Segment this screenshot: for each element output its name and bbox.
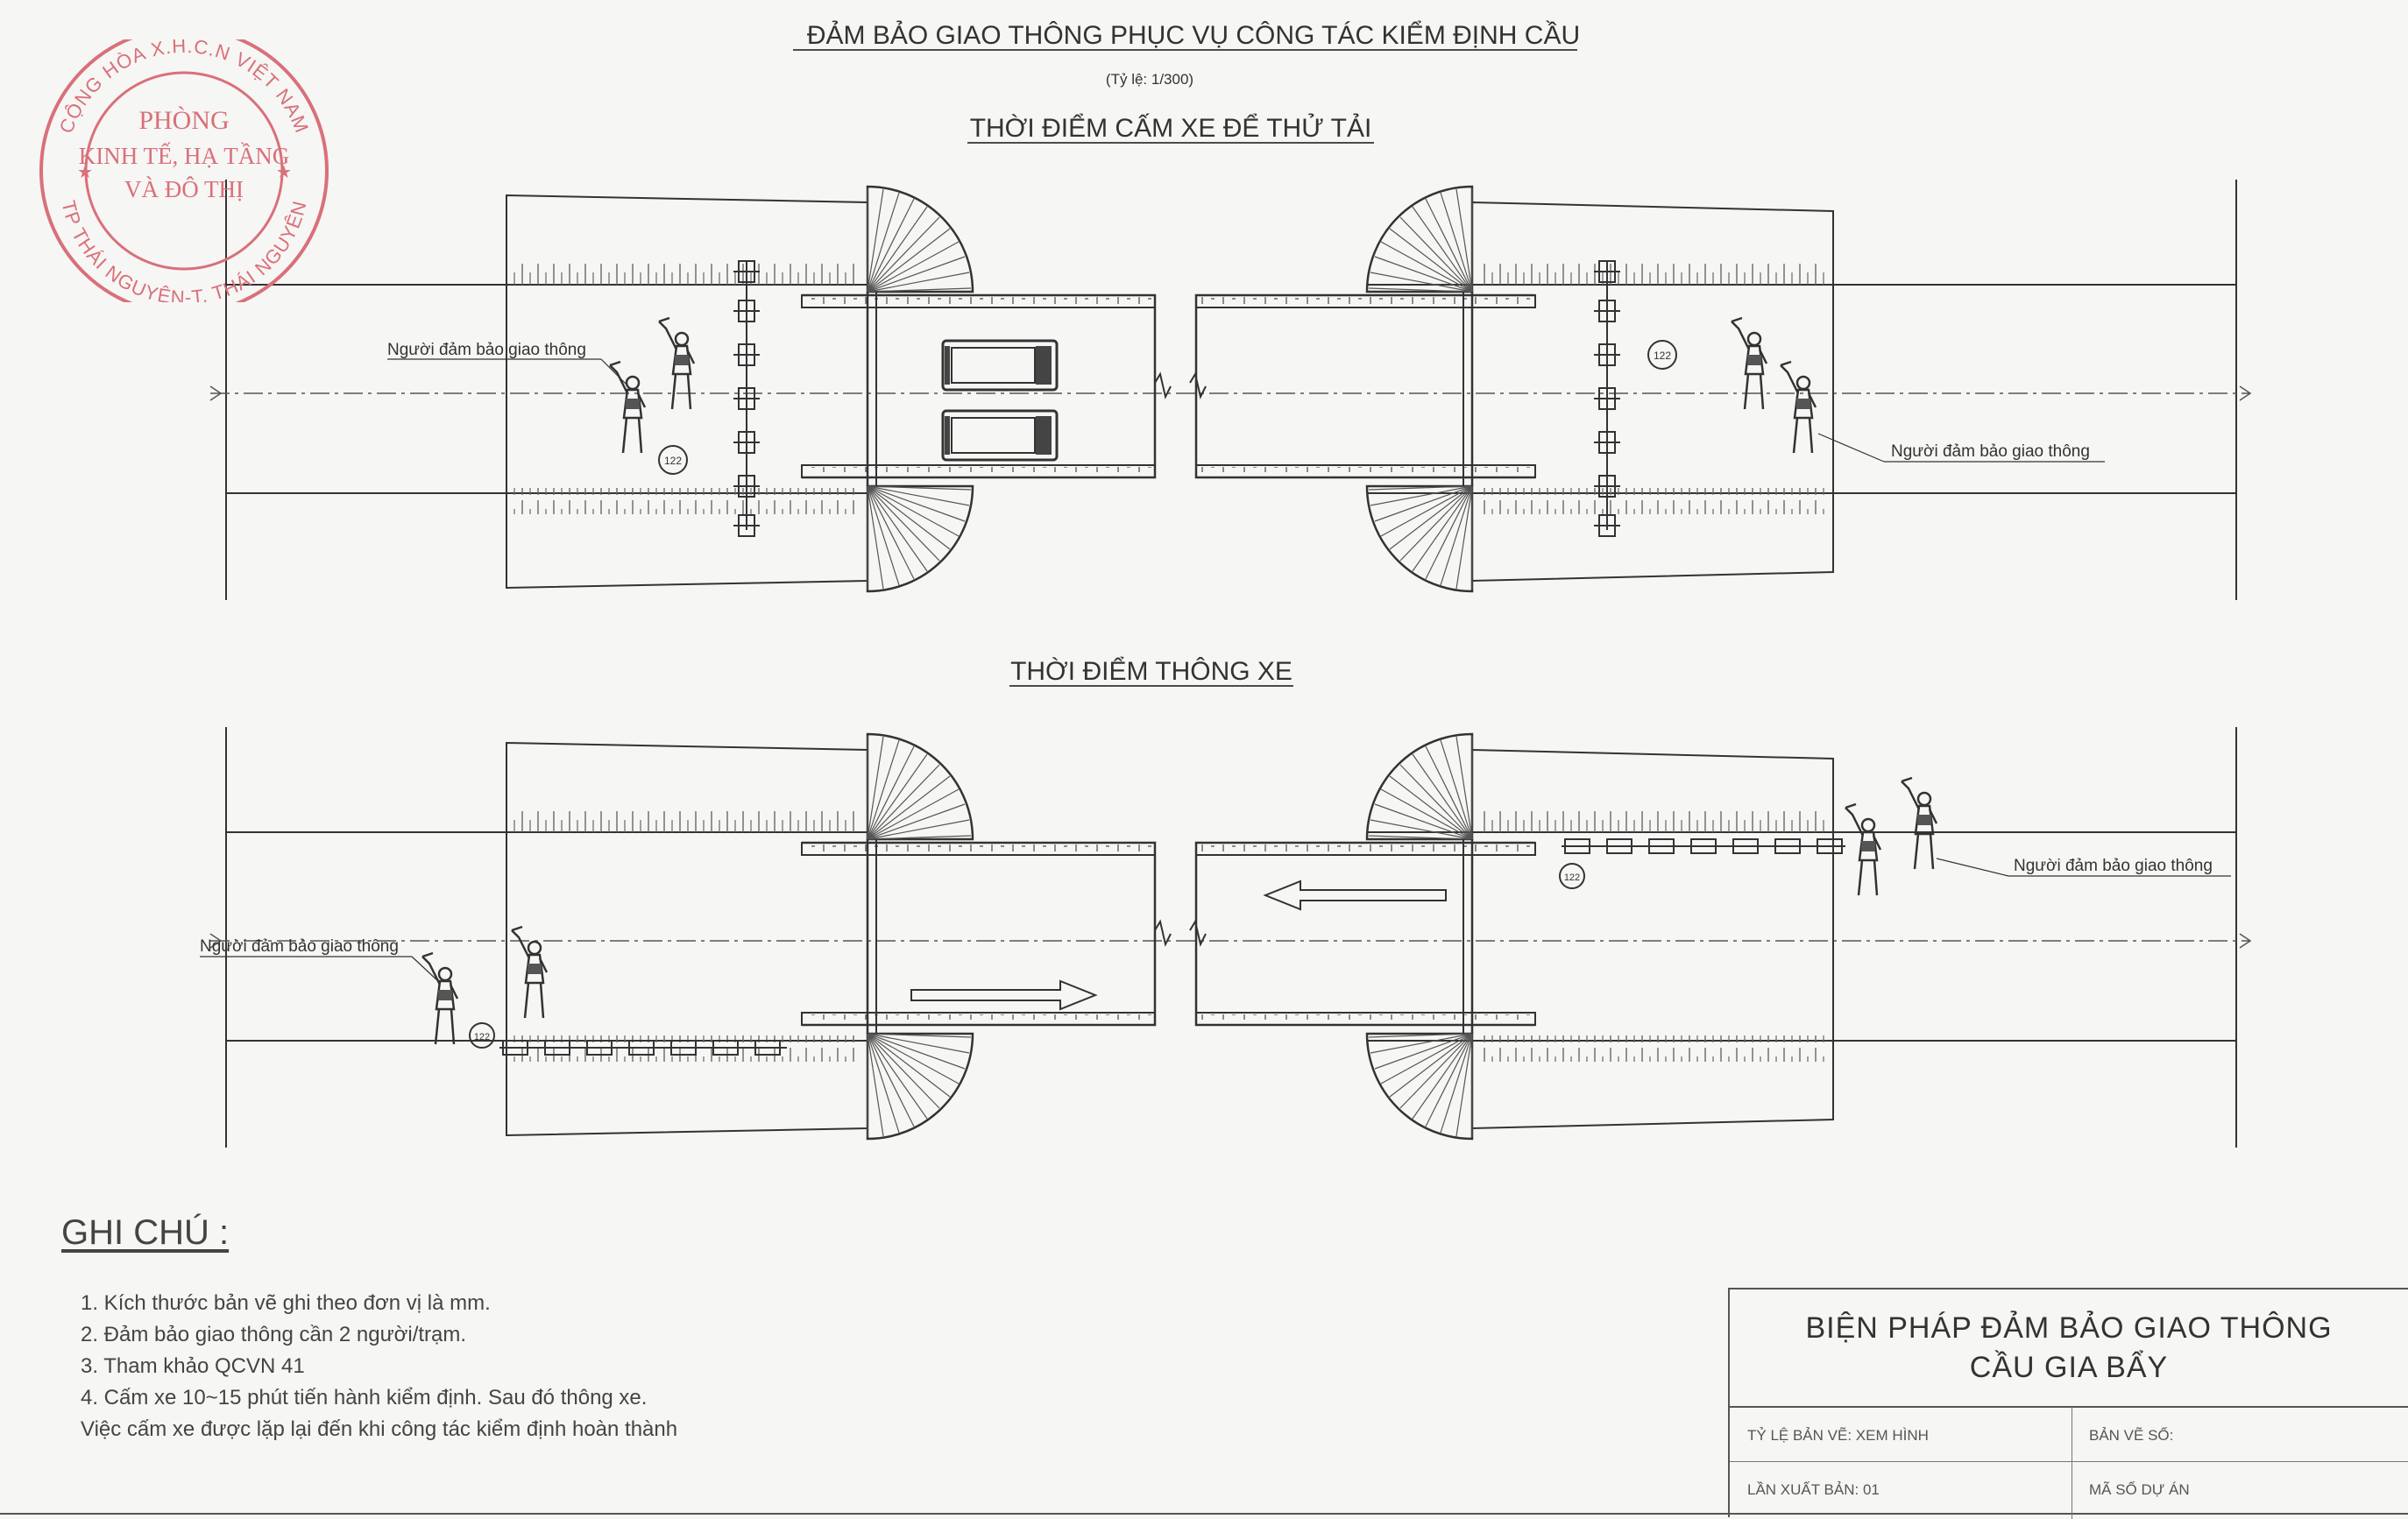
svg-text:VÀ ĐÔ THỊ: VÀ ĐÔ THỊ xyxy=(124,176,244,202)
sheet-label: BẢN VẼ SỐ: xyxy=(2089,1427,2174,1444)
svg-text:KINH TẾ, HẠ TẦNG: KINH TẾ, HẠ TẦNG xyxy=(79,142,289,169)
drawing-scale: (Tỷ lệ: 1/300) xyxy=(1106,71,1193,88)
barrier-row-right xyxy=(1561,838,1846,854)
label-traffic-controller-bottom-left: Người đảm bảo giao thông xyxy=(200,937,399,956)
arrow-left-icon xyxy=(1263,880,1447,911)
title-line-2: CẦU GIA BẨY xyxy=(1969,1350,2169,1384)
vehicle-icon-2 xyxy=(941,409,1059,462)
barrier-row-left xyxy=(733,260,761,537)
svg-text:★: ★ xyxy=(77,163,93,182)
sign-icon-right: 122 xyxy=(1559,863,1585,889)
svg-text:122: 122 xyxy=(664,455,682,467)
svg-text:122: 122 xyxy=(1564,873,1580,883)
plan-bottom: 122 122 Người đảm bảo giao thông Người đ… xyxy=(200,727,2250,1148)
note-item: Việc cấm xe được lặp lại đến khi công tá… xyxy=(81,1417,678,1441)
scale-label: TỶ LỆ BẢN VẼ: XEM HÌNH xyxy=(1747,1427,1929,1444)
issue-label: LẦN XUẤT BẢN: 01 xyxy=(1747,1481,1880,1498)
vehicle-icon-1 xyxy=(941,339,1059,392)
label-traffic-controller-top-right: Người đảm bảo giao thông xyxy=(1891,442,2090,461)
note-item: 3. Tham khảo QCVN 41 xyxy=(81,1354,305,1378)
sign-icon-right: 122 xyxy=(1647,340,1677,370)
title-block-title: BIỆN PHÁP ĐẢM BẢO GIAO THÔNG CẦU GIA BẨY xyxy=(1730,1289,2408,1408)
title-block-row-2: LẦN XUẤT BẢN: 01 MÃ SỐ DỰ ÁN xyxy=(1730,1462,2408,1516)
title-block-row-1: TỶ LỆ BẢN VẼ: XEM HÌNH BẢN VẼ SỐ: xyxy=(1730,1408,2408,1462)
label-traffic-controller-bottom-right: Người đảm bảo giao thông xyxy=(2014,857,2213,875)
drawing-title: ĐẢM BẢO GIAO THÔNG PHỤC VỤ CÔNG TÁC KIỂM… xyxy=(807,20,1580,50)
plan-bottom-title: THỜI ĐIỂM THÔNG XE xyxy=(1010,656,1293,686)
title-block: BIỆN PHÁP ĐẢM BẢO GIAO THÔNG CẦU GIA BẨY… xyxy=(1728,1288,2408,1519)
project-label: MÃ SỐ DỰ ÁN xyxy=(2089,1481,2190,1498)
plan-top-title: THỜI ĐIỂM CẤM XE ĐỂ THỬ TẢI xyxy=(970,113,1372,143)
svg-text:PHÒNG: PHÒNG xyxy=(138,106,229,135)
note-item: 4. Cấm xe 10~15 phút tiến hành kiểm định… xyxy=(81,1386,648,1409)
arrow-right-icon xyxy=(910,979,1098,1011)
plan-top: 122 122 Người đảm bảo giao thông Người đ… xyxy=(210,180,2250,600)
barrier-row-left xyxy=(499,1040,787,1056)
barrier-row-right xyxy=(1593,260,1621,537)
title-line-1: BIỆN PHÁP ĐẢM BẢO GIAO THÔNG xyxy=(1805,1311,2333,1345)
note-item: 1. Kích thước bản vẽ ghi theo đơn vị là … xyxy=(81,1291,491,1315)
notes-heading: GHI CHÚ : xyxy=(61,1213,230,1252)
svg-text:122: 122 xyxy=(474,1032,490,1042)
label-traffic-controller-top-left: Người đảm bảo giao thông xyxy=(387,341,586,359)
notes-section: GHI CHÚ : 1. Kích thước bản vẽ ghi theo … xyxy=(61,1213,850,1445)
sign-icon-left: 122 xyxy=(469,1022,495,1049)
svg-text:★: ★ xyxy=(276,163,292,182)
official-stamp: CỘNG HÒA X.H.C.N VIỆT NAM TP THÁI NGUYÊN… xyxy=(39,39,329,302)
sign-icon-left: 122 xyxy=(658,445,688,475)
note-item: 2. Đảm bảo giao thông cần 2 người/trạm. xyxy=(81,1323,467,1346)
svg-text:122: 122 xyxy=(1654,350,1671,362)
